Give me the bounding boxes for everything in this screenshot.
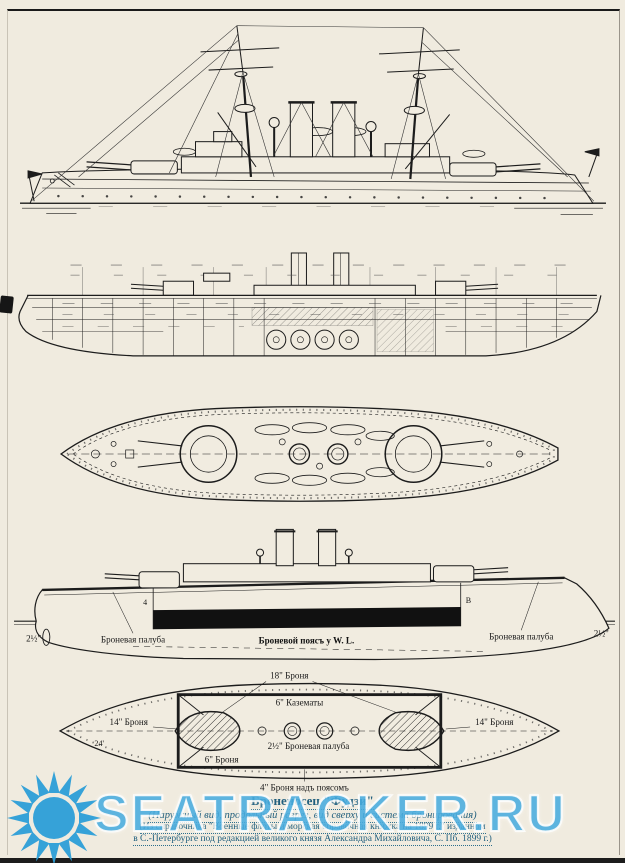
figure-armor-belt-profile: 2½" Броневая палуба 4 Броневой поясъ у W… [12, 525, 617, 682]
deck-label-left: Броневая палуба [101, 634, 165, 644]
barbette-right-label: 14" Броня [475, 717, 514, 727]
plan-funnels [257, 722, 360, 740]
waterline [20, 202, 606, 215]
deck-label-right: Броневая палуба [489, 631, 553, 641]
deck-thickness-left-label: 2½" [26, 633, 41, 643]
section-hull [18, 294, 602, 357]
bulkheads [52, 298, 557, 356]
coal-bunkers [251, 307, 434, 353]
figure-armor-scheme-plan: 18" Броня 6" Казематы 14" Броня 14" Брон… [52, 668, 567, 800]
bow-mark-label: 24' [94, 739, 104, 748]
belt-superstructure [182, 528, 431, 583]
barbette-armor-left [174, 710, 241, 752]
funnel-circles [288, 443, 349, 465]
figure-deck-plan [55, 383, 565, 530]
upper-belt-armor-label: 4" Броня надъ поясомъ [260, 783, 349, 793]
figure-source-line2: в С.-Петербурге под редакцией великого к… [133, 834, 492, 847]
aft-barbette-plan [384, 424, 485, 484]
belt-mark-left: 4 [143, 598, 147, 607]
belt-labels: 2½" Броневая палуба 4 Броневой поясъ у W… [26, 596, 609, 645]
rigging [30, 25, 595, 202]
compartment-text-marks [62, 303, 577, 328]
armor-plan-labels: 18" Броня 6" Казематы 14" Броня 14" Брон… [94, 670, 514, 792]
boilers [266, 329, 359, 350]
figure-subtitle: (Наружный вид, продольный разрез, вид св… [148, 810, 477, 824]
armor-plan-leaders [152, 681, 471, 782]
barbette-armor-label: 18" Броня [270, 670, 309, 680]
barbette-left-label: 14" Броня [110, 717, 149, 727]
armor-belt-label: Броневой поясъ у W. L. [259, 635, 355, 645]
armor-belt-band [152, 582, 462, 630]
deck-armor-label: 2½" Броневая палуба [268, 741, 350, 751]
belt-mark-right: B [466, 596, 471, 605]
scan-bottom-edge [0, 858, 625, 863]
fore-barbette-plan [137, 424, 238, 484]
belt-label-leaders [112, 581, 539, 634]
flagstaffs [27, 148, 600, 202]
ships-boats [254, 422, 395, 486]
fore-barbette-turret [86, 160, 178, 175]
belt-armor-label: 6" Броня [205, 754, 240, 764]
figure-source-line1: (Из справочника "Военные флоты и морская… [139, 822, 486, 835]
figure-external-side-view [18, 12, 608, 237]
figure-longitudinal-section [12, 250, 612, 383]
barbette-armor-right [378, 710, 445, 752]
belt-barbettes [104, 565, 509, 589]
boat-derricks [217, 112, 451, 170]
deck-thickness-right-label: 2½" [594, 628, 609, 638]
fore-mast [200, 25, 280, 178]
hull [29, 168, 594, 204]
caption-block: Броненосец "Фудзи" (Наружный вид, продол… [0, 793, 625, 847]
deck-fittings [91, 438, 523, 470]
section-superstructure [130, 272, 499, 296]
armor-plan-outline [58, 682, 561, 780]
aft-barbette-turret [449, 162, 541, 177]
casemate-armor-label: 6" Казематы [276, 698, 324, 708]
figure-title: Броненосец "Фудзи" [251, 793, 374, 810]
funnels [268, 101, 377, 158]
